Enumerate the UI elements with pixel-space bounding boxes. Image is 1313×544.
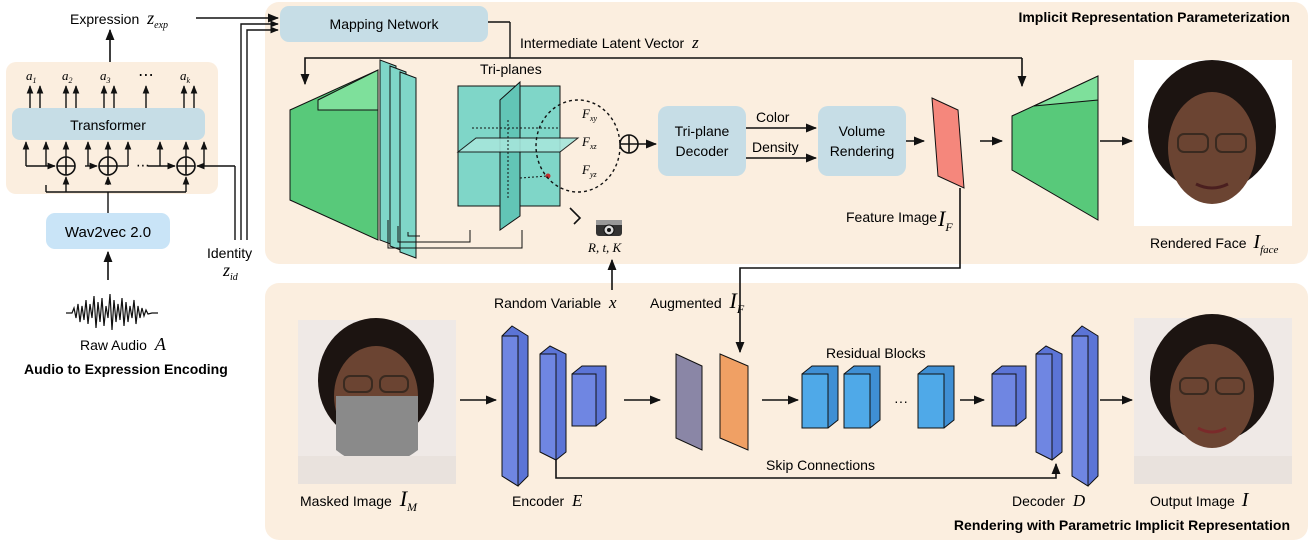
triplanes-label: Tri-planes (480, 61, 542, 77)
transformer-label: Transformer (70, 117, 146, 133)
decoder-label: Decoder D (1012, 491, 1086, 510)
rendered-face-image (1134, 60, 1292, 226)
transformer-block (12, 108, 205, 140)
rendered-face-label: Rendered Face Iface (1150, 231, 1279, 256)
camera-view-lines (569, 207, 582, 225)
masked-image-label: Masked Image IM (300, 486, 418, 514)
audio-panel-title: Audio to Expression Encoding (24, 361, 228, 377)
decoder-stack (991, 325, 1099, 487)
augmented-label: Augmented IF (650, 288, 745, 316)
latent-feature-plane (675, 353, 703, 451)
expression-label: Expression zexp (70, 8, 168, 31)
token-a3: a3 (100, 68, 111, 85)
feature-image-symbol: IF (937, 206, 953, 234)
masked-image (298, 318, 456, 484)
output-image (1134, 314, 1292, 484)
latent-vector-label: Intermediate Latent Vector z (520, 33, 699, 52)
implicit-panel-title: Implicit Representation Parameterization (1018, 9, 1290, 25)
identity-route-b (246, 26, 279, 240)
encoder-label: Encoder E (512, 491, 583, 510)
skip-connection-line (555, 460, 1061, 479)
latent-to-generator (300, 57, 1022, 86)
camera-icon (596, 220, 622, 236)
triplane-generator (289, 69, 379, 241)
f-xy-label: Fxy (581, 106, 598, 123)
feature-image-label: Feature Image (846, 209, 937, 225)
sum-ellipsis: ⋯ (136, 157, 150, 173)
rendering-panel-title: Rendering with Parametric Implicit Repre… (954, 517, 1290, 533)
residual-ellipsis: ··· (894, 393, 908, 409)
color-label: Color (756, 109, 790, 125)
density-label: Density (752, 139, 799, 155)
wav2vec-block (46, 213, 170, 249)
audio-waveform-icon (66, 293, 158, 331)
volume-line1: Volume (839, 123, 886, 139)
token-ak: ak (180, 68, 191, 85)
token-a1: a1 (26, 68, 37, 85)
triplane-decoder-block (658, 106, 746, 176)
residual-blocks-label: Residual Blocks (826, 345, 926, 361)
wav2vec-label: Wav2vec 2.0 (65, 224, 151, 241)
mapping-network-block (280, 6, 488, 42)
residual-blocks (801, 365, 955, 429)
random-variable-label: Random Variable x (494, 293, 617, 312)
mapping-network-label: Mapping Network (330, 16, 440, 32)
triplanes (456, 80, 580, 231)
camera-params: R, t, K (587, 240, 623, 255)
transformer-output-arrows (26, 85, 198, 108)
sum-node-connections (22, 141, 235, 185)
f-xz-label: Fxz (581, 134, 598, 151)
triplane-decoder-line2: Decoder (676, 143, 729, 159)
output-image-label: Output Image I (1150, 489, 1250, 511)
identity-label: Identity (207, 245, 252, 261)
raw-audio-label: Raw Audio A (80, 334, 167, 354)
triplane-decoder-line1: Tri-plane (675, 123, 730, 139)
identity-symbol: zid (222, 260, 239, 283)
super-resolution-module (1011, 75, 1099, 221)
identity-route-a (240, 20, 279, 240)
token-row: a1 a2 a3 ⋯ ak (26, 67, 191, 85)
volume-line2: Rendering (830, 143, 895, 159)
generator-skip-lines (387, 220, 523, 249)
feature-image-plane (931, 97, 965, 189)
f-yz-label: Fyz (581, 162, 598, 179)
volume-rendering-block (818, 106, 906, 176)
feature-to-augmented (735, 188, 961, 354)
triplane-sum-node (619, 134, 639, 154)
generator-feature-maps (379, 59, 417, 259)
token-ellipsis: ⋯ (138, 67, 154, 84)
token-a2: a2 (62, 68, 73, 85)
skip-connections-label: Skip Connections (766, 457, 875, 473)
encoder-stack (501, 325, 607, 487)
augmented-feature-plane (719, 353, 749, 451)
